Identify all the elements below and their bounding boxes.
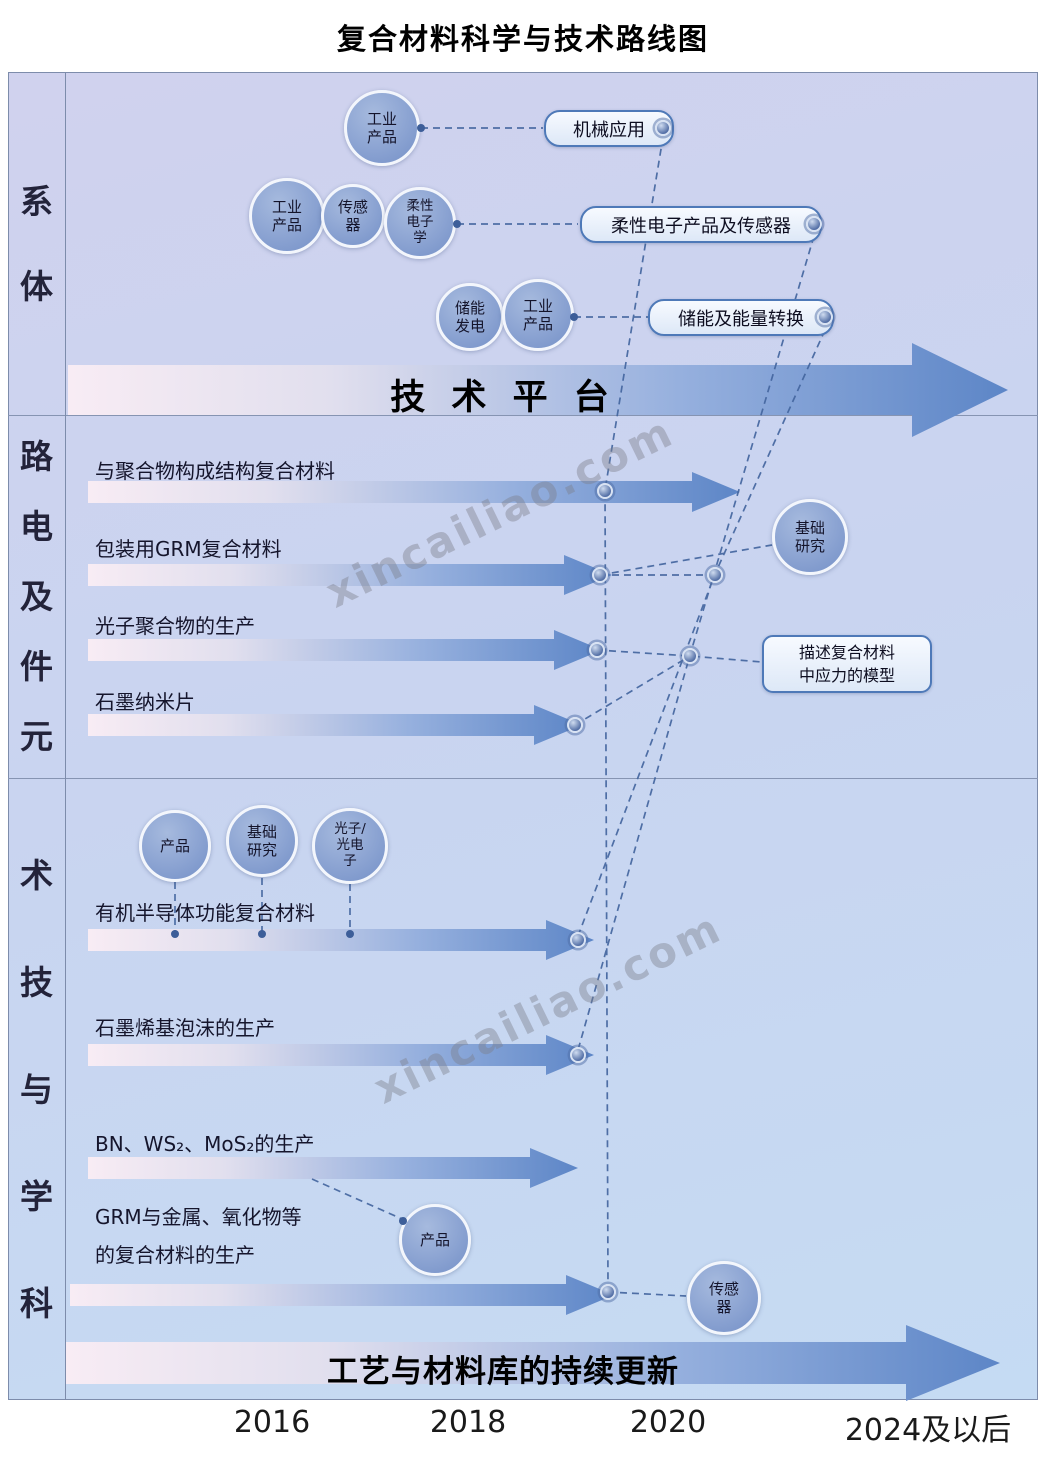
connector-node — [570, 932, 586, 948]
bubble-product-2: 产品 — [399, 1204, 471, 1276]
connector-node — [806, 216, 822, 232]
box-energy-storage-conversion: 储能及能量转换 — [648, 299, 834, 336]
connector-dot — [453, 220, 461, 228]
section-divider-2 — [8, 778, 1038, 779]
bubble-product-1: 产品 — [139, 810, 211, 882]
bubble-energy-storage-generation: 储能 发电 — [436, 283, 504, 351]
bubble-industrial-product-1: 工业 产品 — [344, 90, 420, 166]
section-label-system: 系 体 — [20, 181, 53, 306]
connector-node — [655, 120, 671, 136]
axis-label-2024-and-beyond: 2024及以后 — [844, 1413, 1012, 1448]
box-stress-model: 描述复合材料 中应力的模型 — [762, 635, 932, 693]
page-title: 复合材料科学与技术路线图 — [336, 22, 709, 56]
row-label-photonic-polymers: 光子聚合物的生产 — [95, 614, 255, 638]
connector-dot — [171, 930, 179, 938]
connector-dot — [399, 1217, 407, 1225]
connector-node — [600, 1284, 616, 1300]
side-column-divider — [65, 72, 66, 1400]
bubble-photonics-optoelectronics: 光子/ 光电 子 — [312, 808, 388, 884]
row-label-polymer-structural-composites: 与聚合物构成结构复合材料 — [95, 459, 335, 483]
bubble-industrial-product-2: 工业 产品 — [249, 178, 325, 254]
bubble-sensor: 传感 器 — [321, 184, 385, 248]
row-label-graphite-nanoplatelets: 石墨纳米片 — [95, 690, 195, 714]
row-label-grm-metal-oxide-composites: GRM与金属、氧化物等 的复合材料的生产 — [95, 1205, 302, 1267]
connector-dot — [258, 930, 266, 938]
connector-node — [682, 648, 698, 664]
bubble-basic-research-bottom: 基础 研究 — [226, 805, 298, 877]
row-label-grm-packaging: 包装用GRM复合材料 — [95, 537, 282, 561]
platform-arrow-label: 技 术 平 台 — [390, 378, 616, 418]
connector-node — [570, 1047, 586, 1063]
bubble-basic-research-mid: 基础 研究 — [772, 499, 848, 575]
row-label-organic-semiconductor-composites: 有机半导体功能复合材料 — [95, 901, 315, 925]
row-label-graphene-foam: 石墨烯基泡沫的生产 — [95, 1016, 275, 1040]
connector-dot — [417, 124, 425, 132]
section-label-components-circuits: 路 电 及 件 元 — [20, 436, 53, 756]
bubble-sensor-bottom: 传感 器 — [687, 1261, 761, 1335]
axis-label-2018: 2018 — [429, 1405, 507, 1440]
connector-node — [589, 642, 605, 658]
connector-dot — [346, 930, 354, 938]
section-label-science-technology: 术 技 与 学 科 — [20, 855, 53, 1323]
connector-node — [592, 567, 608, 583]
connector-dot — [570, 313, 578, 321]
connector-node — [567, 717, 583, 733]
connector-node — [817, 309, 833, 325]
update-arrow-label: 工艺与材料库的持续更新 — [327, 1354, 679, 1390]
row-label-bn-ws2-mos2: BN、WS₂、MoS₂的生产 — [95, 1132, 315, 1156]
connector-node — [707, 567, 723, 583]
bubble-flexible-electronics: 柔性 电子 学 — [384, 187, 456, 259]
box-mechanical-applications: 机械应用 — [544, 110, 674, 147]
bubble-industrial-product-3: 工业 产品 — [502, 279, 574, 351]
connector-node — [597, 483, 613, 499]
axis-label-2020: 2020 — [629, 1405, 707, 1440]
box-flexible-electronics-sensors: 柔性电子产品及传感器 — [580, 206, 822, 243]
axis-label-2016: 2016 — [233, 1405, 311, 1440]
